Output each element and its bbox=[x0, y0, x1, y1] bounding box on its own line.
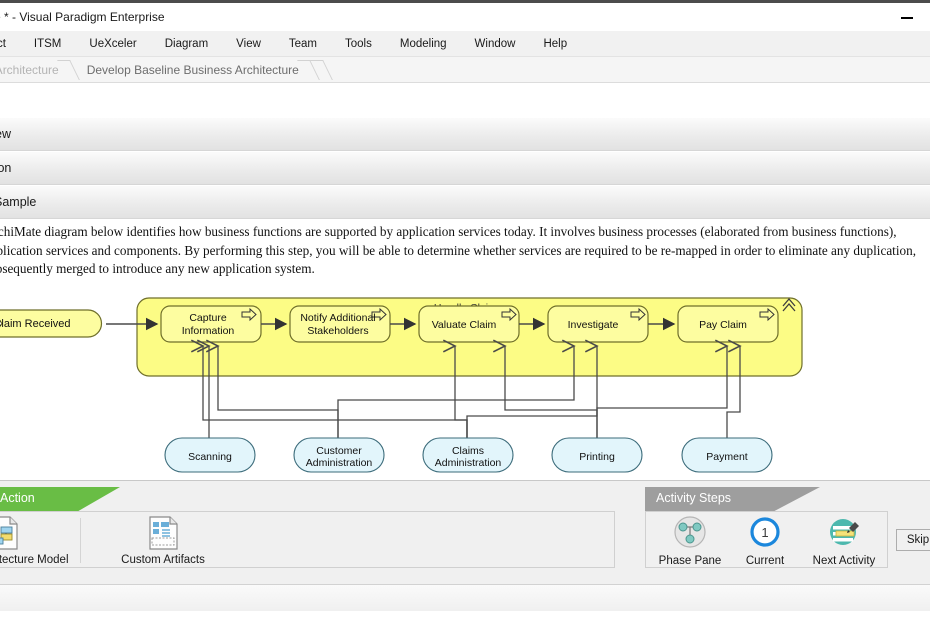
menu-item-tools[interactable]: Tools bbox=[345, 38, 372, 50]
menu-item-modeling[interactable]: Modeling bbox=[399, 38, 447, 50]
process-notify-additional-stakeholders[interactable]: Notify Additional Stakeholders bbox=[289, 305, 391, 343]
service-payment[interactable]: Payment bbox=[681, 437, 773, 473]
svg-text:Valuate Claim: Valuate Claim bbox=[432, 319, 497, 331]
next-activity-icon bbox=[827, 515, 861, 554]
process-valuate-claim[interactable]: Valuate Claim bbox=[418, 305, 520, 343]
archimate-diagram[interactable]: Handle Claims Claim Received Capture Inf… bbox=[0, 288, 930, 473]
status-bar-inner bbox=[0, 585, 930, 611]
svg-text:Payment: Payment bbox=[706, 451, 748, 463]
svg-text:Capture: Capture bbox=[189, 312, 227, 324]
minimize-icon[interactable] bbox=[898, 10, 916, 24]
action-custom-artifacts[interactable]: Custom Artifacts bbox=[88, 516, 238, 566]
breadcrumb-item-0[interactable]: siness Architecture bbox=[0, 57, 75, 82]
svg-text:Investigate: Investigate bbox=[568, 319, 619, 331]
business-event-label: Claim Received bbox=[0, 318, 71, 330]
svg-text:Scanning: Scanning bbox=[188, 451, 232, 463]
svg-text:1: 1 bbox=[761, 525, 768, 540]
content-area: view uction Sample ArchiMate diagram bel… bbox=[0, 83, 930, 480]
skip-button[interactable]: Skip bbox=[896, 529, 930, 551]
bottom-panel: Action siness Architecture Model bbox=[0, 480, 930, 620]
step-next-activity[interactable]: Next Activity bbox=[801, 515, 887, 567]
description-paragraph: ArchiMate diagram below identifies how b… bbox=[0, 224, 916, 276]
action-tab[interactable]: Action bbox=[0, 487, 120, 511]
svg-text:Claims: Claims bbox=[452, 445, 484, 457]
svg-text:Administration: Administration bbox=[435, 457, 502, 469]
svg-text:Notify Additional: Notify Additional bbox=[300, 312, 375, 324]
action-business-architecture-model-label: siness Architecture Model bbox=[0, 554, 69, 566]
action-business-architecture-model[interactable]: siness Architecture Model bbox=[0, 516, 78, 566]
breadcrumb-item-1[interactable]: Develop Baseline Business Architecture bbox=[75, 57, 315, 82]
section-overview-label: view bbox=[0, 127, 12, 141]
menu-item-itsm[interactable]: ITSM bbox=[33, 38, 62, 50]
business-architecture-model-icon bbox=[0, 516, 19, 555]
step-current-label: Current bbox=[745, 555, 785, 567]
step-next-activity-label: Next Activity bbox=[812, 555, 876, 567]
action-tab-label: Action bbox=[0, 491, 35, 505]
svg-text:Information: Information bbox=[182, 325, 235, 337]
menu-item-ject[interactable]: ject bbox=[0, 38, 6, 50]
step-phase-pane[interactable]: Phase Pane bbox=[651, 515, 729, 567]
svg-text:Customer: Customer bbox=[316, 445, 362, 457]
section-introduction[interactable]: uction bbox=[0, 151, 930, 185]
section-introduction-label: uction bbox=[0, 161, 12, 175]
menu-item-diagram[interactable]: Diagram bbox=[164, 38, 209, 50]
chevron-up-icon bbox=[782, 298, 796, 312]
phase-pane-icon bbox=[673, 515, 707, 554]
serving-connectors bbox=[203, 346, 740, 438]
menu-item-help[interactable]: Help bbox=[543, 38, 568, 50]
window-title: ce * - Visual Paradigm Enterprise bbox=[0, 10, 165, 24]
service-scanning[interactable]: Scanning bbox=[164, 437, 256, 473]
section-overview[interactable]: view bbox=[0, 117, 930, 151]
breadcrumb-divider bbox=[0, 82, 930, 83]
menu-item-view[interactable]: View bbox=[236, 38, 261, 50]
menu-bar: ject ITSM UeXceler Diagram View Team Tools Mode… bbox=[0, 31, 930, 57]
svg-text:Administration: Administration bbox=[306, 457, 373, 469]
custom-artifacts-icon bbox=[147, 516, 179, 555]
process-investigate[interactable]: Investigate bbox=[547, 305, 649, 343]
action-divider bbox=[80, 518, 81, 563]
section-sample[interactable]: Sample bbox=[0, 185, 930, 219]
process-pay-claim[interactable]: Pay Claim bbox=[677, 305, 779, 343]
step-current[interactable]: 1 Current bbox=[729, 515, 801, 567]
title-bar: ce * - Visual Paradigm Enterprise bbox=[0, 3, 930, 31]
business-event-claim-received[interactable] bbox=[0, 309, 103, 338]
current-step-icon: 1 bbox=[748, 515, 782, 554]
svg-text:Stakeholders: Stakeholders bbox=[307, 325, 368, 337]
activity-steps-tab[interactable]: Activity Steps bbox=[645, 487, 820, 511]
service-customer-administration[interactable]: Customer Administration bbox=[293, 437, 385, 473]
service-printing[interactable]: Printing bbox=[551, 437, 643, 473]
menu-item-window[interactable]: Window bbox=[474, 38, 516, 50]
svg-text:Printing: Printing bbox=[579, 451, 615, 463]
menu-item-team[interactable]: Team bbox=[288, 38, 318, 50]
breadcrumb-tail bbox=[315, 57, 341, 82]
service-claims-administration[interactable]: Claims Administration bbox=[422, 437, 514, 473]
action-toolbar: siness Architecture Model Custom Artif bbox=[0, 511, 615, 568]
section-sample-label: Sample bbox=[0, 195, 37, 209]
action-custom-artifacts-label: Custom Artifacts bbox=[121, 554, 205, 566]
status-bar bbox=[0, 584, 930, 620]
step-phase-pane-label: Phase Pane bbox=[658, 555, 722, 567]
process-capture-information[interactable]: Capture Information bbox=[160, 305, 262, 343]
svg-text:Pay Claim: Pay Claim bbox=[699, 319, 747, 331]
activity-steps-toolbar: Phase Pane 1 Current bbox=[645, 511, 888, 568]
activity-steps-tab-label: Activity Steps bbox=[656, 491, 732, 505]
menu-item-uexceler[interactable]: UeXceler bbox=[89, 38, 137, 50]
